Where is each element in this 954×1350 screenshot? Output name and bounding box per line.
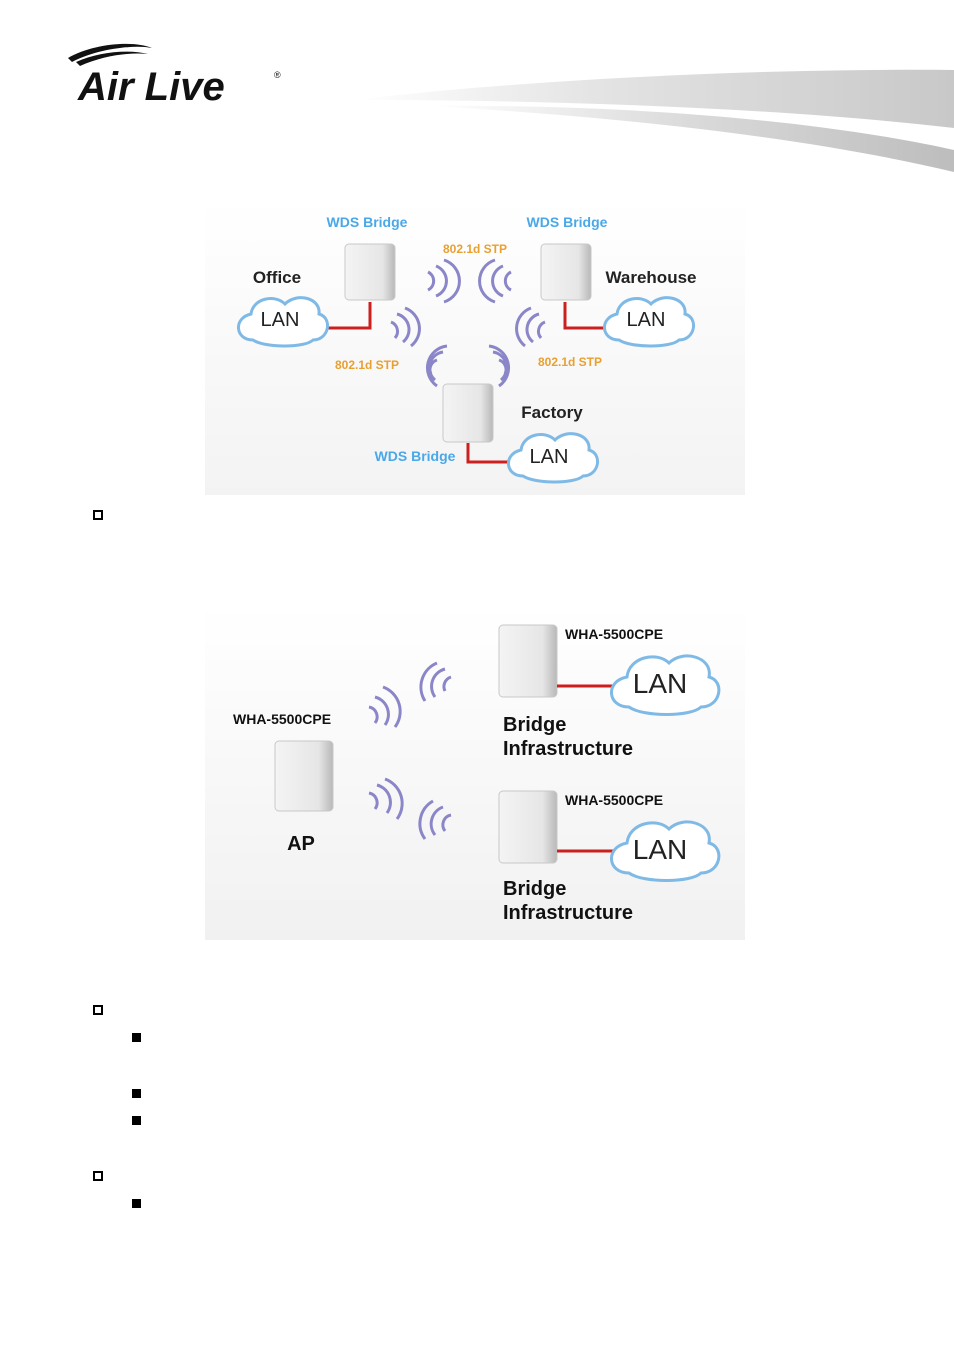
wds-bridge-device-office bbox=[344, 243, 396, 301]
wds-bridge-label: WDS Bridge bbox=[327, 214, 408, 230]
client2-model-label: WHA-5500CPE bbox=[565, 792, 663, 808]
list-bullet bbox=[132, 1116, 141, 1125]
lan-label: LAN bbox=[633, 668, 687, 699]
stp-label: 802.1d STP bbox=[335, 358, 399, 372]
client1-role-label: Bridge bbox=[503, 714, 566, 736]
wds-bridge-label: WDS Bridge bbox=[527, 214, 608, 230]
wds-bridge-device-factory bbox=[442, 383, 494, 443]
section-bullet bbox=[93, 1171, 103, 1181]
wireless-waves-icon bbox=[368, 661, 452, 728]
section-bullet bbox=[93, 510, 103, 520]
wds-bridge-diagram: LAN LAN LAN WDS Bridge WDS Bridge WDS Br… bbox=[205, 200, 745, 495]
lan-label: LAN bbox=[633, 834, 687, 865]
bridge-device-1 bbox=[498, 624, 558, 698]
ap-device bbox=[274, 740, 334, 812]
lan-label: LAN bbox=[261, 309, 300, 331]
bridge-device-2 bbox=[498, 790, 558, 864]
ap-role-label: AP bbox=[287, 833, 315, 855]
client2-role-label: Infrastructure bbox=[503, 902, 633, 924]
wireless-waves-icon bbox=[488, 306, 546, 388]
section-bullet bbox=[93, 1005, 103, 1015]
list-bullet bbox=[132, 1199, 141, 1208]
client1-model-label: WHA-5500CPE bbox=[565, 626, 663, 642]
ap-bridge-infrastructure-diagram: LAN LAN WHA-5500CPE AP WHA-5500CPE Bridg… bbox=[205, 605, 745, 940]
client1-role-label: Infrastructure bbox=[503, 738, 633, 760]
wireless-waves-icon bbox=[427, 258, 512, 304]
lan-cloud-warehouse: LAN bbox=[603, 296, 695, 348]
lan-cloud-factory: LAN bbox=[507, 432, 599, 484]
site-label-factory: Factory bbox=[521, 403, 583, 422]
airlive-logo: Air Live ® bbox=[68, 43, 281, 109]
wds-bridge-label: WDS Bridge bbox=[375, 448, 456, 464]
header-swoosh bbox=[355, 69, 954, 172]
wireless-waves-icon bbox=[368, 777, 452, 840]
stp-label: 802.1d STP bbox=[443, 242, 507, 256]
lan-cloud-2: LAN bbox=[610, 820, 721, 882]
ap-model-label: WHA-5500CPE bbox=[233, 711, 331, 727]
site-label-warehouse: Warehouse bbox=[605, 268, 696, 287]
wireless-waves-icon bbox=[390, 306, 448, 388]
logo-wordmark: Air Live bbox=[77, 65, 225, 109]
lan-label: LAN bbox=[627, 309, 666, 331]
lan-cloud-1: LAN bbox=[610, 654, 721, 716]
logo-registered-mark: ® bbox=[274, 70, 281, 80]
list-bullet bbox=[132, 1033, 141, 1042]
client2-role-label: Bridge bbox=[503, 878, 566, 900]
list-bullet bbox=[132, 1089, 141, 1098]
wds-bridge-device-warehouse bbox=[540, 243, 592, 301]
site-label-office: Office bbox=[253, 268, 301, 287]
lan-cloud-office: LAN bbox=[237, 296, 329, 348]
lan-label: LAN bbox=[530, 446, 569, 468]
stp-label: 802.1d STP bbox=[538, 355, 602, 369]
